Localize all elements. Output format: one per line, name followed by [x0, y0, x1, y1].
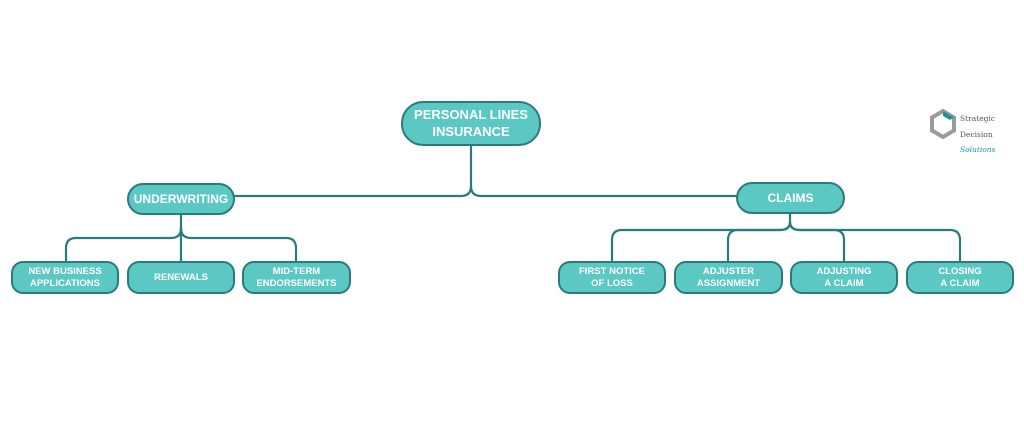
branch-node-underwriting[interactable]: UNDERWRITING [127, 183, 235, 215]
leaf-node-label: FIRST NOTICE OF LOSS [579, 265, 645, 289]
logo-line-strategic: Strategic [960, 113, 996, 123]
leaf-node-label: CLOSING A CLAIM [938, 265, 982, 289]
branch-node-label: CLAIMS [767, 190, 814, 205]
branch-node-label: UNDERWRITING [133, 191, 229, 206]
leaf-node-new-business-applications[interactable]: NEW BUSINESS APPLICATIONS [11, 261, 119, 294]
logo-line-solutions: Solutions [960, 145, 996, 155]
logo-line-decision: Decision [960, 129, 993, 139]
leaf-node-first-notice-of-loss[interactable]: FIRST NOTICE OF LOSS [558, 261, 666, 294]
leaf-node-label: ADJUSTER ASSIGNMENT [696, 265, 761, 289]
leaf-node-label: RENEWALS [154, 271, 208, 283]
root-node-label: PERSONAL LINES INSURANCE [414, 107, 528, 139]
leaf-node-renewals[interactable]: RENEWALS [127, 261, 235, 294]
leaf-node-adjuster-assignment[interactable]: ADJUSTER ASSIGNMENT [674, 261, 783, 294]
company-logo: Strategic Decision Solutions [928, 103, 1018, 154]
leaf-node-label: ADJUSTING A CLAIM [816, 265, 872, 289]
branch-node-claims[interactable]: CLAIMS [736, 182, 845, 214]
leaf-node-label: NEW BUSINESS APPLICATIONS [28, 265, 102, 289]
leaf-node-closing-a-claim[interactable]: CLOSING A CLAIM [906, 261, 1014, 294]
leaf-node-mid-term-endorsements[interactable]: MID-TERM ENDORSEMENTS [242, 261, 351, 294]
hexagon-logo-icon [930, 109, 956, 139]
root-node-personal-lines-insurance[interactable]: PERSONAL LINES INSURANCE [401, 101, 541, 146]
leaf-node-label: MID-TERM ENDORSEMENTS [256, 265, 337, 289]
leaf-node-adjusting-a-claim[interactable]: ADJUSTING A CLAIM [790, 261, 898, 294]
